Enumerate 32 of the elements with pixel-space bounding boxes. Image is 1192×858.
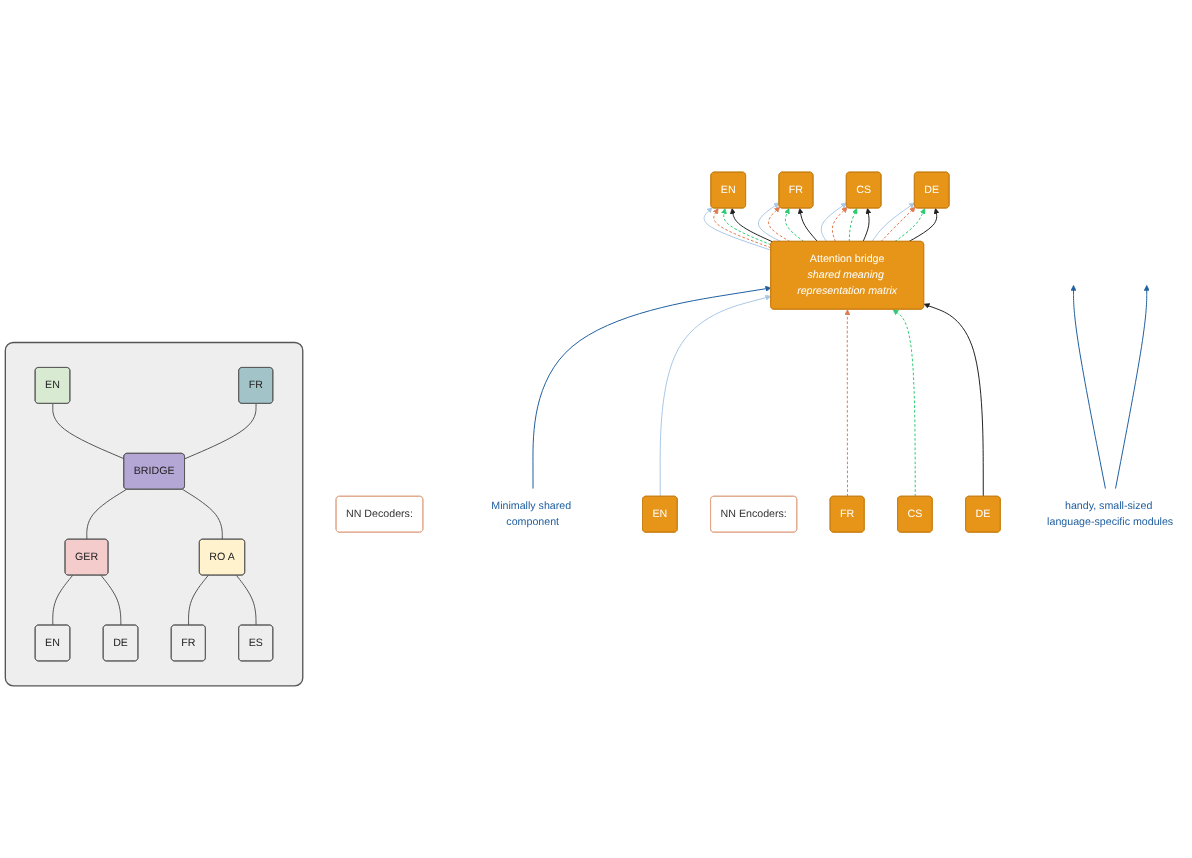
- arrow: [923, 303, 984, 498]
- connector: [86, 488, 127, 540]
- connector: [52, 574, 74, 626]
- arrow: [820, 202, 847, 243]
- arrow: [848, 208, 858, 243]
- arrow: [862, 208, 872, 243]
- arrow: [797, 208, 819, 243]
- arrow: [871, 202, 915, 243]
- arrow: [532, 285, 772, 490]
- arrow: [908, 208, 940, 243]
- arrow: [703, 207, 772, 251]
- arrow: [712, 208, 772, 249]
- arrow: [831, 206, 848, 243]
- arrow: [768, 206, 791, 243]
- arrow: [659, 294, 772, 498]
- connector: [100, 574, 122, 626]
- arrow: [1115, 285, 1150, 490]
- arrow: [894, 208, 926, 243]
- arrow: [892, 309, 916, 498]
- connector: [188, 574, 209, 626]
- arrow: [880, 206, 916, 243]
- connector: [184, 403, 257, 460]
- cluster: [4, 341, 304, 687]
- connector: [52, 403, 125, 460]
- arrow: [757, 202, 782, 243]
- connector: [235, 574, 257, 626]
- arrow: [784, 208, 805, 243]
- arrow: [730, 208, 774, 243]
- arrow: [1070, 285, 1106, 490]
- connector: [182, 488, 223, 540]
- arrow: [844, 309, 851, 498]
- arrow: [721, 208, 772, 246]
